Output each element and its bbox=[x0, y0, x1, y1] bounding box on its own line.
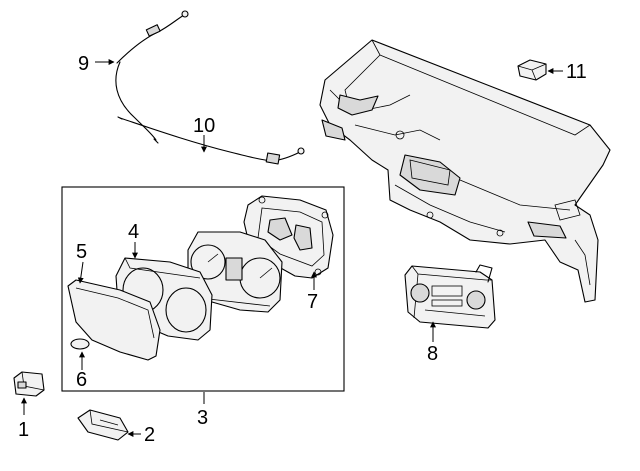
callout-11: 11 bbox=[566, 61, 587, 83]
cluster-group-frame bbox=[61, 186, 345, 392]
switch-part-1 bbox=[13, 371, 45, 397]
callout-3: 3 bbox=[197, 407, 208, 429]
clip-part-11 bbox=[517, 59, 547, 81]
dashboard-panel bbox=[319, 39, 611, 303]
cable-part-10 bbox=[117, 116, 305, 165]
gauge-board bbox=[187, 231, 283, 313]
lens-part-5 bbox=[67, 279, 161, 361]
leader-lines bbox=[21, 59, 563, 437]
callout-2: 2 bbox=[144, 424, 155, 446]
callout-8: 8 bbox=[427, 343, 438, 365]
callout-9: 9 bbox=[78, 53, 89, 75]
callout-4: 4 bbox=[128, 221, 139, 243]
module-part-2 bbox=[77, 409, 129, 441]
callout-1: 1 bbox=[18, 419, 29, 441]
callout-6: 6 bbox=[76, 369, 87, 391]
callout-10: 10 bbox=[193, 115, 215, 137]
cable-part-9 bbox=[115, 10, 189, 144]
climate-control-part-8 bbox=[404, 264, 496, 329]
callout-7: 7 bbox=[307, 291, 318, 313]
button-part-6 bbox=[70, 338, 90, 350]
callout-5: 5 bbox=[76, 241, 87, 263]
